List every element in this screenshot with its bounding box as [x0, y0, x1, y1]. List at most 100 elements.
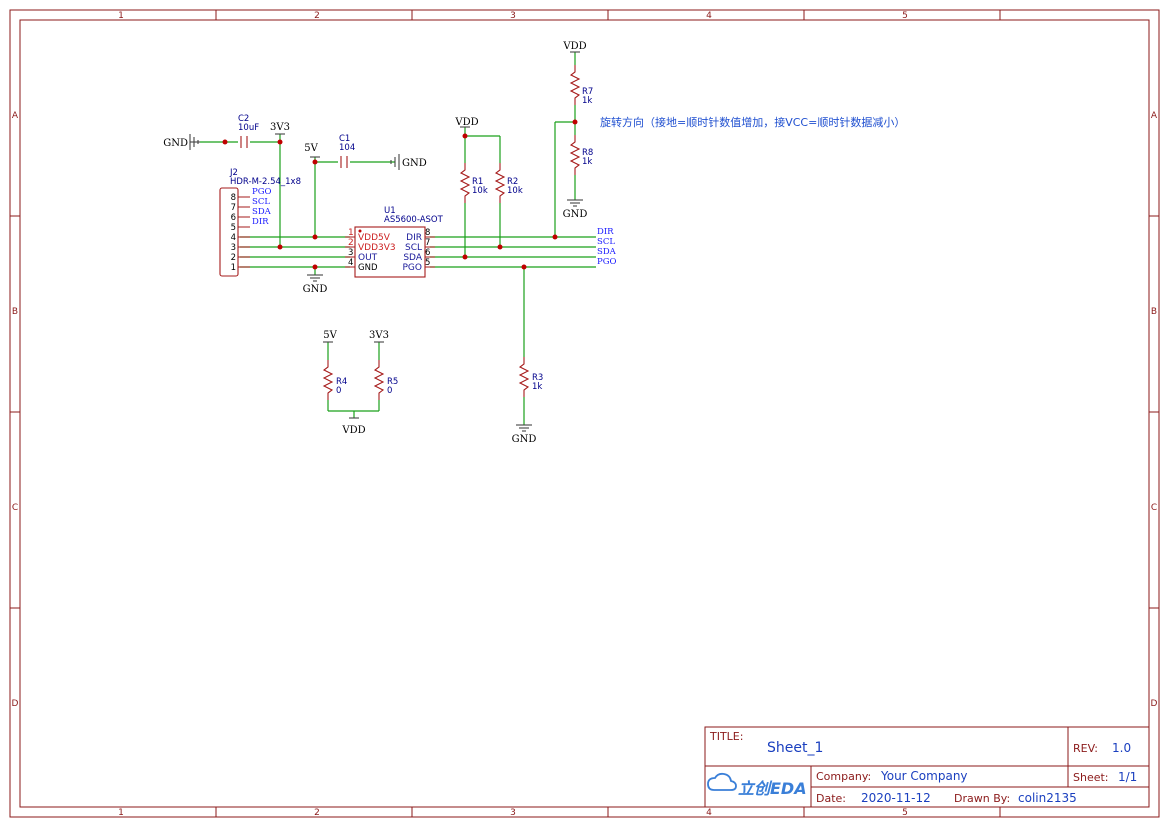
- frame-col-label: 5: [902, 808, 908, 818]
- v5-label: 5V: [304, 143, 318, 154]
- vdd-symbol: VDD: [341, 417, 366, 436]
- u1-pin-name: SCL: [405, 243, 422, 253]
- v3v3-symbol: 3V3: [369, 330, 389, 343]
- drawn-by-value: colin2135: [1018, 791, 1077, 805]
- header-j2[interactable]: J2 HDR-M-2.54_1x8 8 7 6 5 4 3 2 1 PGO SC…: [219, 168, 301, 277]
- resistor-r8[interactable]: R8 1k: [569, 135, 593, 175]
- gnd-symbol: GND: [512, 424, 537, 445]
- vdd-label: VDD: [341, 425, 365, 436]
- vdd-label: VDD: [454, 117, 478, 128]
- r8-ref: R8: [582, 148, 593, 158]
- u1-pin-name: SDA: [403, 253, 422, 263]
- resistor-r7[interactable]: R7 1k: [569, 65, 593, 106]
- u1-pin-number: 8: [425, 228, 430, 238]
- frame-col-label: 5: [902, 11, 908, 21]
- j2-pin-number: 1: [231, 263, 236, 273]
- v5-symbol: 5V: [304, 143, 320, 158]
- j2-pin-lines: [238, 196, 250, 268]
- j2-pin-label: PGO: [252, 187, 272, 197]
- v3v3-label: 3V3: [369, 330, 389, 341]
- sheet-value: 1/1: [1118, 770, 1137, 784]
- resistor-r2[interactable]: R2 10k: [494, 163, 523, 203]
- u1-pin-name: OUT: [358, 253, 378, 263]
- frame-col-label: 3: [510, 808, 516, 818]
- j2-ref: J2: [229, 168, 238, 178]
- date-label: Date:: [816, 792, 846, 805]
- r3-ref: R3: [532, 373, 543, 383]
- c1-value: 104: [339, 143, 355, 153]
- junctions: [222, 119, 578, 270]
- j2-pin-number: 5: [231, 223, 236, 233]
- resistor-r3[interactable]: R3 1k: [518, 357, 543, 397]
- company-label: Company:: [816, 770, 871, 783]
- sheet-label: Sheet:: [1073, 771, 1109, 784]
- sheet-title: Sheet_1: [767, 740, 823, 756]
- r1-value: 10k: [472, 186, 488, 196]
- r3-value: 1k: [532, 382, 542, 392]
- frame-row-label: C: [1151, 503, 1157, 513]
- u1-pin-number: 6: [425, 248, 430, 258]
- title-label: TITLE:: [709, 730, 743, 743]
- frame-col-label: 1: [118, 808, 124, 818]
- title-block: TITLE: Sheet_1 REV: 1.0 立创EDA Company: Y…: [704, 726, 1150, 808]
- gnd-label: GND: [163, 138, 188, 149]
- capacitor-c2[interactable]: C2 10uF: [238, 114, 259, 148]
- j2-pin-number: 2: [231, 253, 236, 263]
- frame-row-label: A: [1151, 111, 1158, 121]
- u1-pin-number: 4: [348, 258, 353, 268]
- v5-label: 5V: [323, 330, 337, 341]
- gnd-symbol: GND: [303, 274, 327, 295]
- ic-u1[interactable]: U1 AS5600-ASOT 1 2 3 4 VDD5V VDD3V3 OUT …: [345, 206, 444, 278]
- r7-ref: R7: [582, 87, 593, 97]
- u1-pin-number: 2: [348, 238, 354, 248]
- r1-ref: R1: [472, 177, 483, 187]
- u1-pin-number: 7: [425, 238, 430, 248]
- sheet-frame: 1 2 3 4 5 1 2 3 4 5 A B C D A B C D: [9, 9, 1160, 818]
- gnd-label: GND: [402, 158, 427, 169]
- c2-ref: C2: [238, 114, 249, 124]
- v3v3-symbol: 3V3: [270, 122, 290, 135]
- r2-value: 10k: [507, 186, 523, 196]
- frame-row-label: A: [12, 111, 19, 121]
- j2-pin-number: 7: [231, 203, 236, 213]
- vdd-label: VDD: [562, 41, 586, 52]
- v3v3-label: 3V3: [270, 122, 290, 133]
- frame-col-label: 4: [706, 11, 712, 21]
- u1-pin-name: VDD3V3: [358, 243, 396, 253]
- frame-col-label: 3: [510, 11, 516, 21]
- resistor-r4[interactable]: R4 0: [322, 360, 347, 400]
- u1-pin-name: VDD5V: [358, 233, 391, 243]
- j2-pin-number: 6: [231, 213, 236, 223]
- u1-pin-name: DIR: [406, 233, 422, 243]
- rev-value: 1.0: [1112, 741, 1131, 755]
- u1-pin-number: 1: [348, 228, 354, 238]
- j2-pin-number: 8: [231, 193, 236, 203]
- logo-text: 立创EDA: [738, 779, 807, 798]
- j2-pin-number: 4: [231, 233, 236, 243]
- lceda-logo: 立创EDA: [707, 772, 807, 798]
- u1-pin-name: GND: [358, 263, 378, 273]
- vdd-symbol: VDD: [562, 41, 587, 53]
- gnd-label: GND: [563, 209, 588, 220]
- frame-row-label: D: [12, 699, 19, 709]
- company-value: Your Company: [880, 769, 968, 783]
- r4-ref: R4: [336, 377, 347, 387]
- r8-value: 1k: [582, 157, 592, 167]
- resistor-r1[interactable]: R1 10k: [459, 163, 488, 203]
- c2-value: 10uF: [238, 123, 259, 133]
- j2-pin-number: 3: [231, 243, 236, 253]
- capacitor-c1[interactable]: C1 104: [339, 134, 355, 168]
- frame-col-label: 1: [118, 11, 124, 21]
- rotation-direction-note: 旋转方向（接地=顺时针数值增加，接VCC=顺时针数据减小）: [600, 115, 905, 129]
- resistor-r5[interactable]: R5 0: [373, 360, 398, 400]
- gnd-symbol: GND: [390, 154, 427, 170]
- u1-pin-number: 3: [348, 248, 353, 258]
- net-label-dir: DIR: [597, 227, 614, 237]
- c1-ref: C1: [339, 134, 350, 144]
- u1-pin-lines: [345, 236, 435, 268]
- j2-pin-label: DIR: [252, 217, 269, 227]
- gnd-label: GND: [512, 434, 537, 445]
- wires: [200, 52, 596, 425]
- frame-row-label: B: [12, 307, 18, 317]
